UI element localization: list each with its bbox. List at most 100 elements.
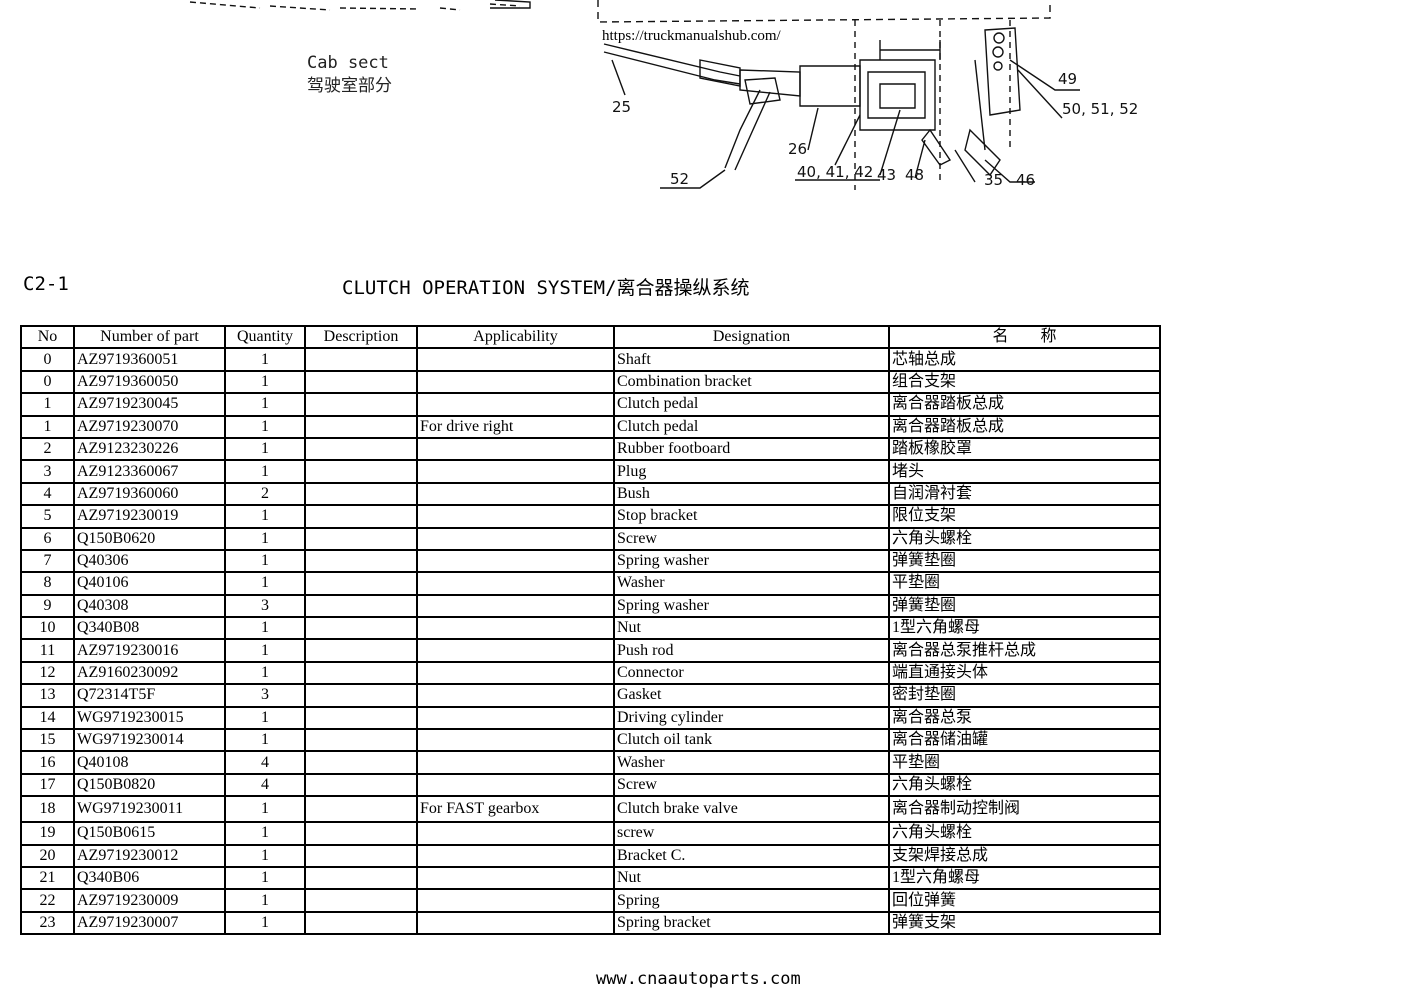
cell-applicability [416,392,615,417]
cell-part-number: AZ9123230226 [73,436,226,462]
cell-quantity: 1 [224,865,306,891]
cell-name-cn: 六角头螺栓 [888,821,1161,846]
cell-quantity: 1 [224,414,306,439]
cell-description [304,459,418,484]
cell-no: 5 [20,504,75,529]
cell-name-cn: 弹簧垫圈 [888,548,1161,574]
cell-description [304,593,418,619]
cell-description [304,728,418,753]
section-code: C2-1 [23,273,69,295]
cell-applicability [416,750,615,775]
cell-no: 15 [20,728,75,753]
cell-applicability [416,616,615,641]
cell-part-number: Q150B0620 [73,526,226,551]
cell-applicability [416,459,615,484]
clutch-diagram [189,0,1080,190]
cell-designation: Bracket C. [613,843,890,869]
cell-name-cn: 堵头 [888,459,1161,484]
cell-quantity: 1 [224,795,306,824]
cell-quantity: 4 [224,772,306,798]
cell-part-number: AZ9719230019 [73,504,226,529]
cell-name-cn: 组合支架 [888,369,1161,395]
cell-part-number: Q40306 [73,548,226,574]
cell-no: 7 [20,548,75,574]
cell-designation: Spring washer [613,548,890,574]
cell-quantity: 1 [224,436,306,462]
cell-name-cn: 离合器总泵推杆总成 [888,638,1161,663]
cell-applicability [416,548,615,574]
cell-description [304,414,418,439]
cell-no: 10 [20,616,75,641]
parts-table: No Number of part Quantity Description A… [20,324,1161,936]
callout-43: 43 [877,166,897,184]
cell-quantity: 3 [224,683,306,708]
cell-name-cn: 离合器总泵 [888,705,1161,731]
cell-name-cn: 弹簧支架 [888,910,1161,936]
cell-applicability [416,638,615,663]
cell-no: 4 [20,481,75,507]
cell-name-cn: 平垫圈 [888,571,1161,596]
cell-designation: Nut [613,865,890,891]
cell-quantity: 1 [224,392,306,417]
cell-applicability [416,728,615,753]
callout-40-41-42: 40, 41, 42 [797,163,874,181]
cell-description [304,392,418,417]
cab-section-label: Cab sect 驾驶室部分 [307,52,392,98]
footer-site: www.cnaautoparts.com [596,969,801,989]
cell-quantity: 1 [224,705,306,731]
cell-applicability [416,593,615,619]
cell-designation: Nut [613,616,890,641]
cell-quantity: 1 [224,660,306,686]
cell-description [304,571,418,596]
cell-applicability [416,910,615,936]
cell-description [304,347,418,372]
cell-no: 22 [20,888,75,913]
cell-no: 20 [20,843,75,869]
cell-applicability [416,526,615,551]
callout-46: 46 [1016,171,1036,189]
cell-applicability [416,772,615,798]
cell-description [304,436,418,462]
cell-description [304,750,418,775]
cell-part-number: AZ9719230070 [73,414,226,439]
cell-part-number: AZ9160230092 [73,660,226,686]
cell-designation: Screw [613,772,890,798]
cab-label-cn: 驾驶室部分 [307,76,392,96]
cab-label-en: Cab sect [307,53,389,73]
cell-description [304,772,418,798]
cell-name-cn: 密封垫圈 [888,683,1161,708]
cell-applicability [416,865,615,891]
cell-description [304,795,418,824]
cell-part-number: WG9719230015 [73,705,226,731]
cell-designation: Washer [613,750,890,775]
cell-applicability [416,504,615,529]
callout-25: 25 [612,98,632,116]
header-applicability: Applicability [416,324,615,350]
cell-no: 19 [20,821,75,846]
cell-name-cn: 离合器踏板总成 [888,392,1161,417]
cell-quantity: 3 [224,593,306,619]
cell-name-cn: 离合器储油罐 [888,728,1161,753]
header-name-cn: 名 称 [888,324,1161,350]
header-no: No [20,324,75,350]
cell-part-number: AZ9719230016 [73,638,226,663]
cell-description [304,821,418,846]
cell-description [304,548,418,574]
cell-designation: Rubber footboard [613,436,890,462]
cell-name-cn: 弹簧垫圈 [888,593,1161,619]
cell-part-number: Q150B0820 [73,772,226,798]
cell-part-number: Q340B08 [73,616,226,641]
table-header-row: No Number of part Quantity Description A… [20,324,1161,350]
cell-designation: Shaft [613,347,890,372]
cell-designation: Clutch pedal [613,392,890,417]
